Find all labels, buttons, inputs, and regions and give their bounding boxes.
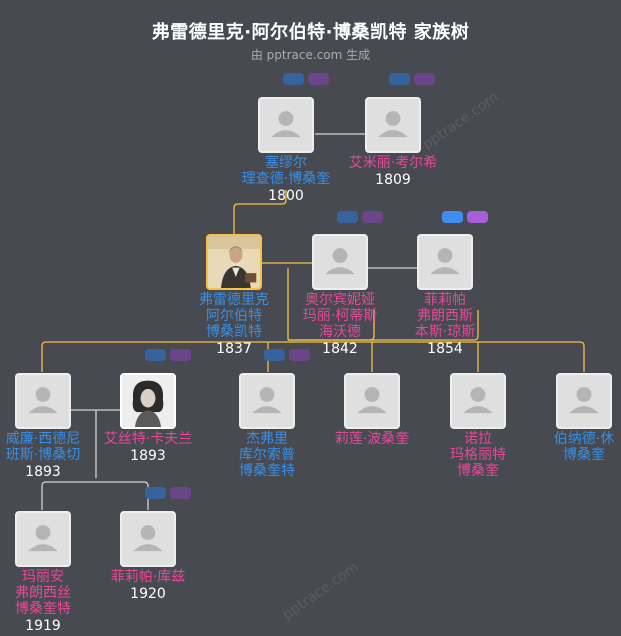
relation-badges[interactable] xyxy=(145,487,193,500)
birth-year: 1854 xyxy=(427,341,463,357)
birth-year: 1893 xyxy=(25,464,61,480)
avatar[interactable] xyxy=(450,373,506,429)
person-name[interactable]: 莉莲·波桑奎 xyxy=(334,431,410,447)
birth-year: 1893 xyxy=(130,448,166,464)
avatar[interactable] xyxy=(365,97,421,153)
avatar[interactable] xyxy=(556,373,612,429)
spouse-drop xyxy=(288,310,479,341)
birth-year: 1920 xyxy=(130,586,166,602)
birth-year: 1842 xyxy=(322,341,358,357)
portrait-photo[interactable] xyxy=(206,234,262,290)
avatar[interactable] xyxy=(344,373,400,429)
relation-badges[interactable] xyxy=(442,211,490,224)
page-title: 弗雷德里克·阿尔伯特·博桑凯特 家族树 xyxy=(151,22,470,43)
avatar[interactable] xyxy=(258,97,314,153)
children-bus xyxy=(41,341,585,372)
birth-year: 1837 xyxy=(216,341,252,357)
person-name[interactable]: 诺拉 玛格丽特 博桑奎 xyxy=(450,431,506,479)
relation-badges[interactable] xyxy=(264,349,312,362)
relation-badges[interactable] xyxy=(389,73,437,86)
avatar[interactable] xyxy=(417,234,473,290)
avatar[interactable] xyxy=(239,373,295,429)
portrait-photo[interactable] xyxy=(120,373,176,429)
avatar[interactable] xyxy=(15,373,71,429)
birth-year: 1919 xyxy=(25,618,61,634)
parent-child-line xyxy=(233,190,287,234)
relation-badges[interactable] xyxy=(337,211,385,224)
page-subtitle: 由 pptrace.com 生成 xyxy=(250,48,371,62)
birth-year: 1809 xyxy=(375,172,411,188)
relation-badges[interactable] xyxy=(145,349,193,362)
parent-child-line xyxy=(41,410,149,510)
birth-year: 1800 xyxy=(268,188,304,204)
relation-badges[interactable] xyxy=(283,73,331,86)
person-name[interactable]: 伯纳德·休 博桑奎 xyxy=(553,431,615,463)
avatar[interactable] xyxy=(120,511,176,567)
avatar[interactable] xyxy=(312,234,368,290)
avatar[interactable] xyxy=(15,511,71,567)
person-name[interactable]: 杰弗里 库尔索普 博桑奎特 xyxy=(239,431,295,479)
